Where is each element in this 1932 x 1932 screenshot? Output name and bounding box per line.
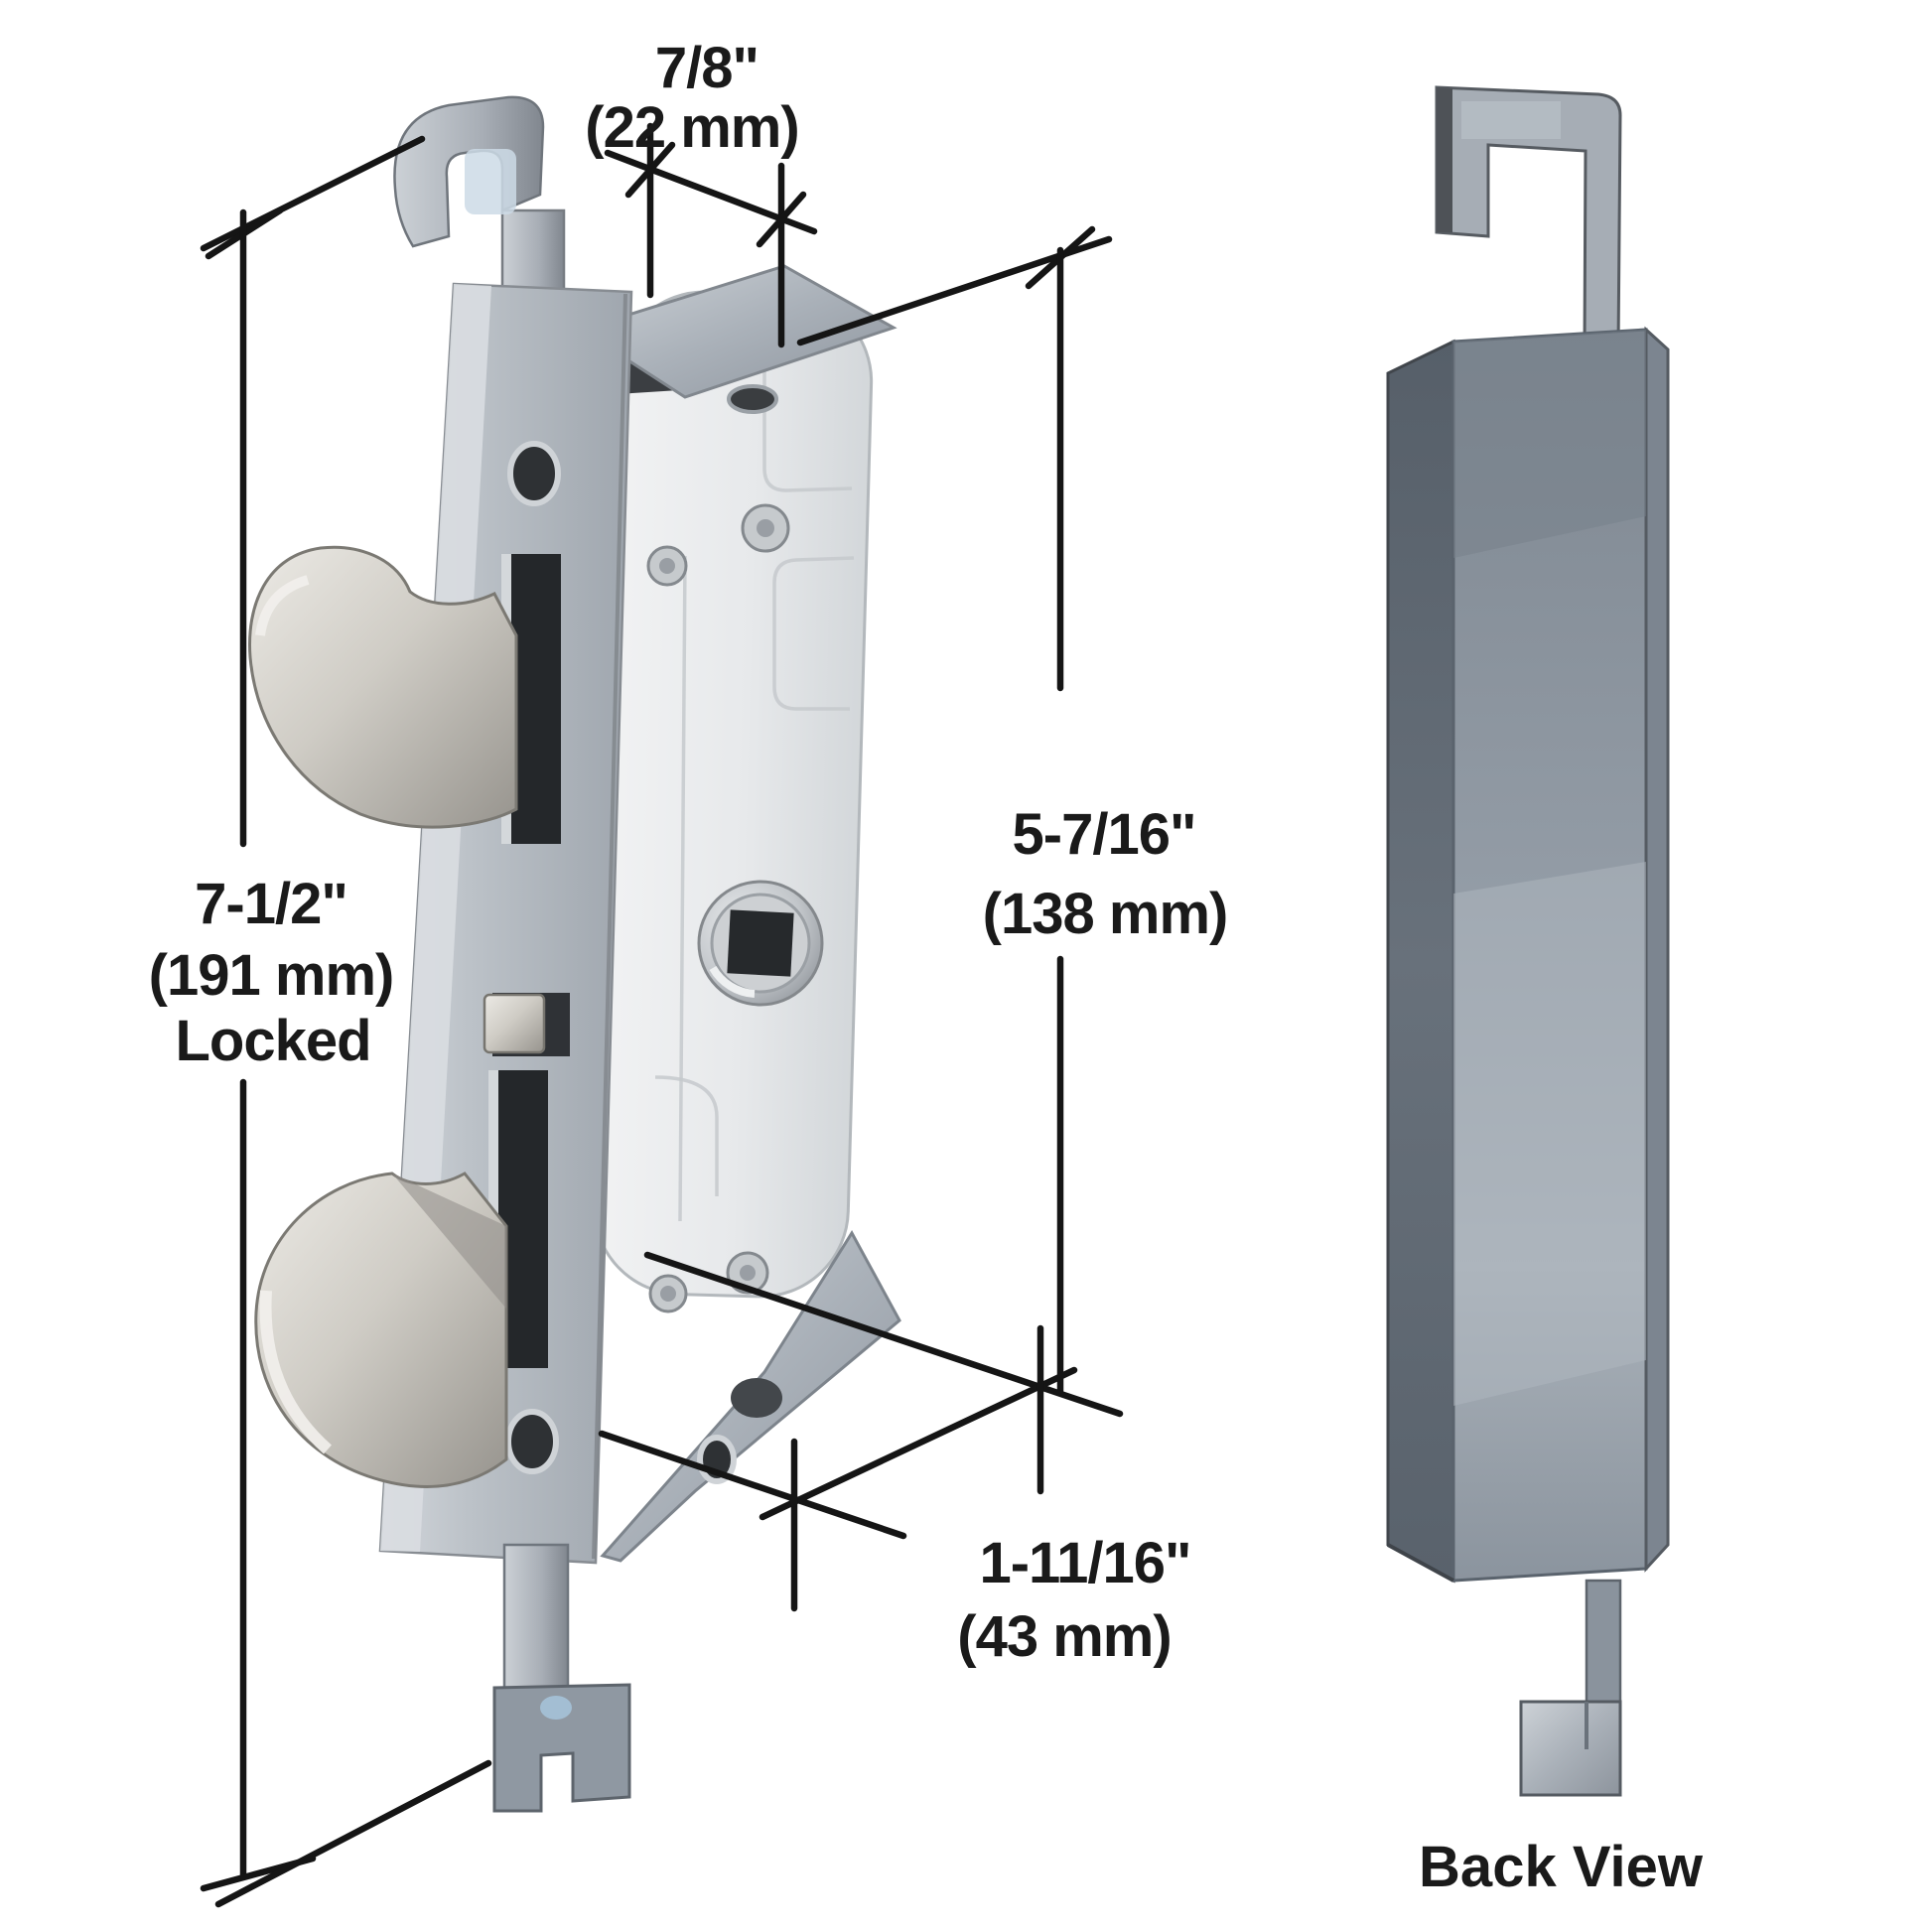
lock-case-body	[592, 290, 874, 1299]
dim-case-height	[796, 225, 1113, 1397]
faceplate-seam	[592, 293, 627, 1560]
dimension-line	[759, 1366, 1078, 1521]
dimension-lines	[200, 122, 1124, 1908]
extension-line	[598, 1430, 907, 1540]
leader-line	[200, 135, 426, 252]
dim-case-height-value: 5-7/16"	[1013, 802, 1196, 867]
emboss-line	[678, 555, 687, 1222]
square-spindle-hole	[727, 909, 794, 977]
top-cover-plate	[577, 264, 897, 414]
dim-overall-height-metric: (191 mm)	[149, 943, 394, 1008]
rivet-center	[659, 558, 675, 574]
dim-bottom-depth-metric: (43 mm)	[957, 1604, 1171, 1669]
rivet-bosses	[646, 503, 790, 1313]
faceplate-screw-hole-bottom	[505, 1409, 559, 1474]
dim-overall-height-note: Locked	[175, 1009, 370, 1073]
spindle-hub	[697, 880, 824, 1007]
rivet-center	[660, 1286, 676, 1302]
back-bottom-edge	[1387, 1543, 1454, 1583]
annotations: 7/8" (22 mm) 7-1/2" (191 mm) Locked 5-7/…	[149, 36, 1704, 1899]
back-left-flange	[1386, 339, 1455, 1584]
hub-highlight	[709, 965, 756, 998]
upper-hook-highlight	[255, 575, 310, 636]
back-top-hook	[1435, 85, 1622, 351]
faceplate-screw-hole-top	[507, 441, 561, 506]
back-view	[1386, 85, 1670, 1797]
dim-bottom-depth	[598, 1251, 1124, 1612]
back-bottom-foot	[1519, 1700, 1622, 1797]
dim-case-height-metric: (138 mm)	[983, 882, 1228, 946]
back-view-label: Back View	[1419, 1835, 1704, 1899]
cover-plate-shape	[577, 264, 897, 399]
bottom-actuator	[492, 1543, 631, 1813]
back-channel-body	[1386, 326, 1670, 1584]
tick-mark	[624, 141, 676, 199]
back-hook-highlight	[1461, 101, 1561, 139]
dim-top-width-value: 7/8"	[655, 36, 759, 100]
back-bottom-hook	[1519, 1579, 1622, 1797]
top-hook	[393, 95, 545, 248]
tick-mark	[756, 191, 807, 248]
dim-overall-height-value: 7-1/2"	[195, 872, 347, 936]
button-shape	[483, 993, 546, 1054]
dim-bottom-depth-value: 1-11/16"	[979, 1531, 1190, 1595]
back-top-hook-shape	[1435, 85, 1622, 351]
bottom-hook-glint	[540, 1696, 572, 1720]
dim-top-width	[604, 122, 818, 348]
back-web-sheen	[1453, 862, 1646, 1406]
bottom-hook-shape	[492, 1683, 631, 1813]
dim-top-width-metric: (22 mm)	[585, 95, 798, 160]
lower-hook-highlight	[259, 1290, 332, 1454]
rivet-center	[757, 519, 774, 537]
rivet-center	[740, 1265, 756, 1281]
bottom-tab-hole	[731, 1378, 782, 1418]
upper-hook-shape	[248, 545, 518, 829]
emboss-line	[772, 556, 855, 711]
back-web-shadow	[1453, 330, 1646, 558]
leader-line	[214, 1759, 492, 1908]
lower-hook-bolt	[254, 1172, 508, 1488]
top-hook-clip	[465, 149, 516, 214]
upper-hook-bolt	[248, 545, 518, 829]
back-right-flange	[1644, 326, 1670, 1573]
back-hook-edge	[1437, 87, 1452, 232]
emboss-line	[654, 1075, 719, 1196]
lock-button	[483, 993, 570, 1056]
cover-plate-hole	[727, 384, 778, 414]
dim-overall-height	[200, 135, 492, 1908]
lower-hook-shade	[392, 1173, 506, 1309]
